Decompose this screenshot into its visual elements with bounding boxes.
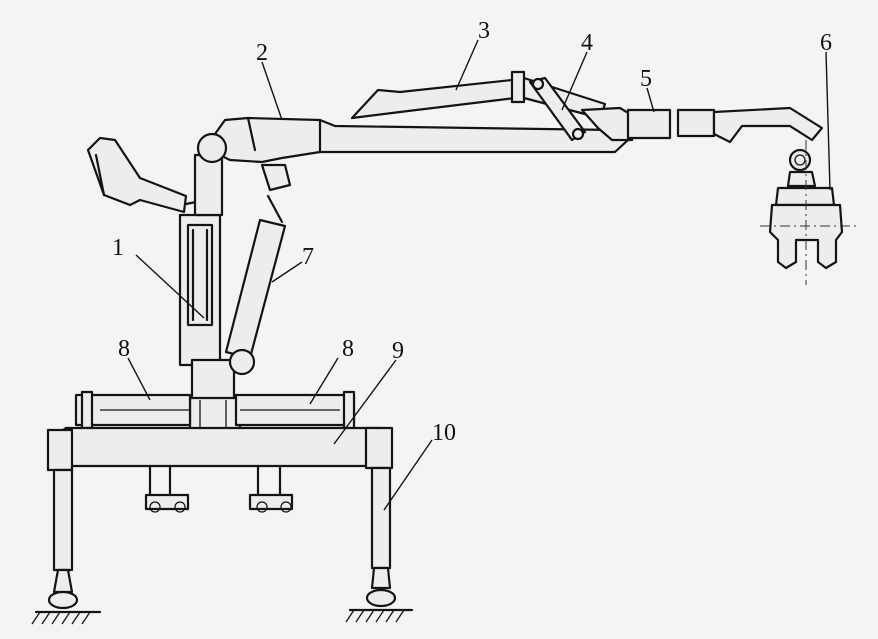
operator-seat bbox=[86, 136, 208, 214]
callout-2: 2 bbox=[256, 40, 268, 66]
frame-beam bbox=[58, 426, 384, 513]
callout-6: 6 bbox=[820, 30, 832, 56]
callout-8-right: 8 bbox=[342, 336, 354, 362]
callout-7: 7 bbox=[302, 244, 314, 270]
lift-cylinder bbox=[224, 163, 292, 376]
callout-3: 3 bbox=[478, 18, 490, 44]
linkage bbox=[528, 76, 642, 142]
telescopic-arm bbox=[626, 106, 824, 144]
column bbox=[178, 153, 242, 435]
callout-1: 1 bbox=[112, 235, 124, 261]
main-boom bbox=[196, 116, 630, 164]
callout-8-left: 8 bbox=[118, 336, 130, 362]
outrigger-legs bbox=[31, 426, 414, 625]
gripper-head bbox=[760, 140, 858, 285]
callout-9: 9 bbox=[392, 338, 404, 364]
callout-5: 5 bbox=[640, 66, 652, 92]
leader-lines bbox=[127, 39, 831, 511]
callout-10: 10 bbox=[432, 420, 456, 446]
callout-4: 4 bbox=[581, 30, 593, 56]
